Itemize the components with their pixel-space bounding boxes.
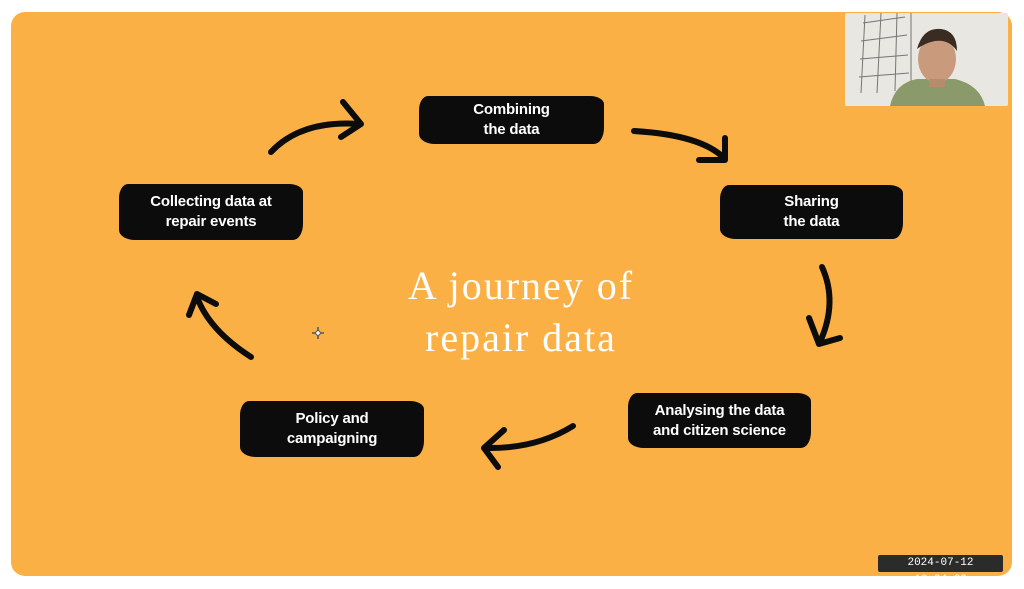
crosshair-cursor-icon [312,327,324,339]
cycle-arrows [186,99,843,470]
step-analysing-label: Analysing the data and citizen science [653,401,786,439]
step-collecting: Collecting data at repair events [119,184,303,240]
step-analysing: Analysing the data and citizen science [628,393,811,448]
timestamp-overlay: 2024-07-12 16:24:22 [878,555,1003,586]
participant-video[interactable] [845,13,1008,106]
step-combining-label: Combining the data [473,101,550,138]
step-policy-label: Policy and campaigning [286,410,378,447]
step-policy: Policy and campaigning [240,401,424,457]
arrow-collecting-to-combining [268,99,364,155]
step-sharing: Sharing the data [720,185,903,239]
presentation-slide: Combining the data Sharing the data Anal… [11,12,1012,576]
step-collecting-label: Collecting data at repair events [150,193,272,230]
arrow-analysing-to-policy [481,423,576,470]
slide-title: A journey of repair data [407,263,635,360]
step-combining: Combining the data [419,96,604,144]
arrow-sharing-to-analysing [806,264,843,347]
webcam-feed [845,13,1008,106]
step-sharing-label: Sharing the data [783,193,840,230]
arrow-policy-to-collecting [186,291,254,360]
arrow-combining-to-sharing [631,128,728,163]
